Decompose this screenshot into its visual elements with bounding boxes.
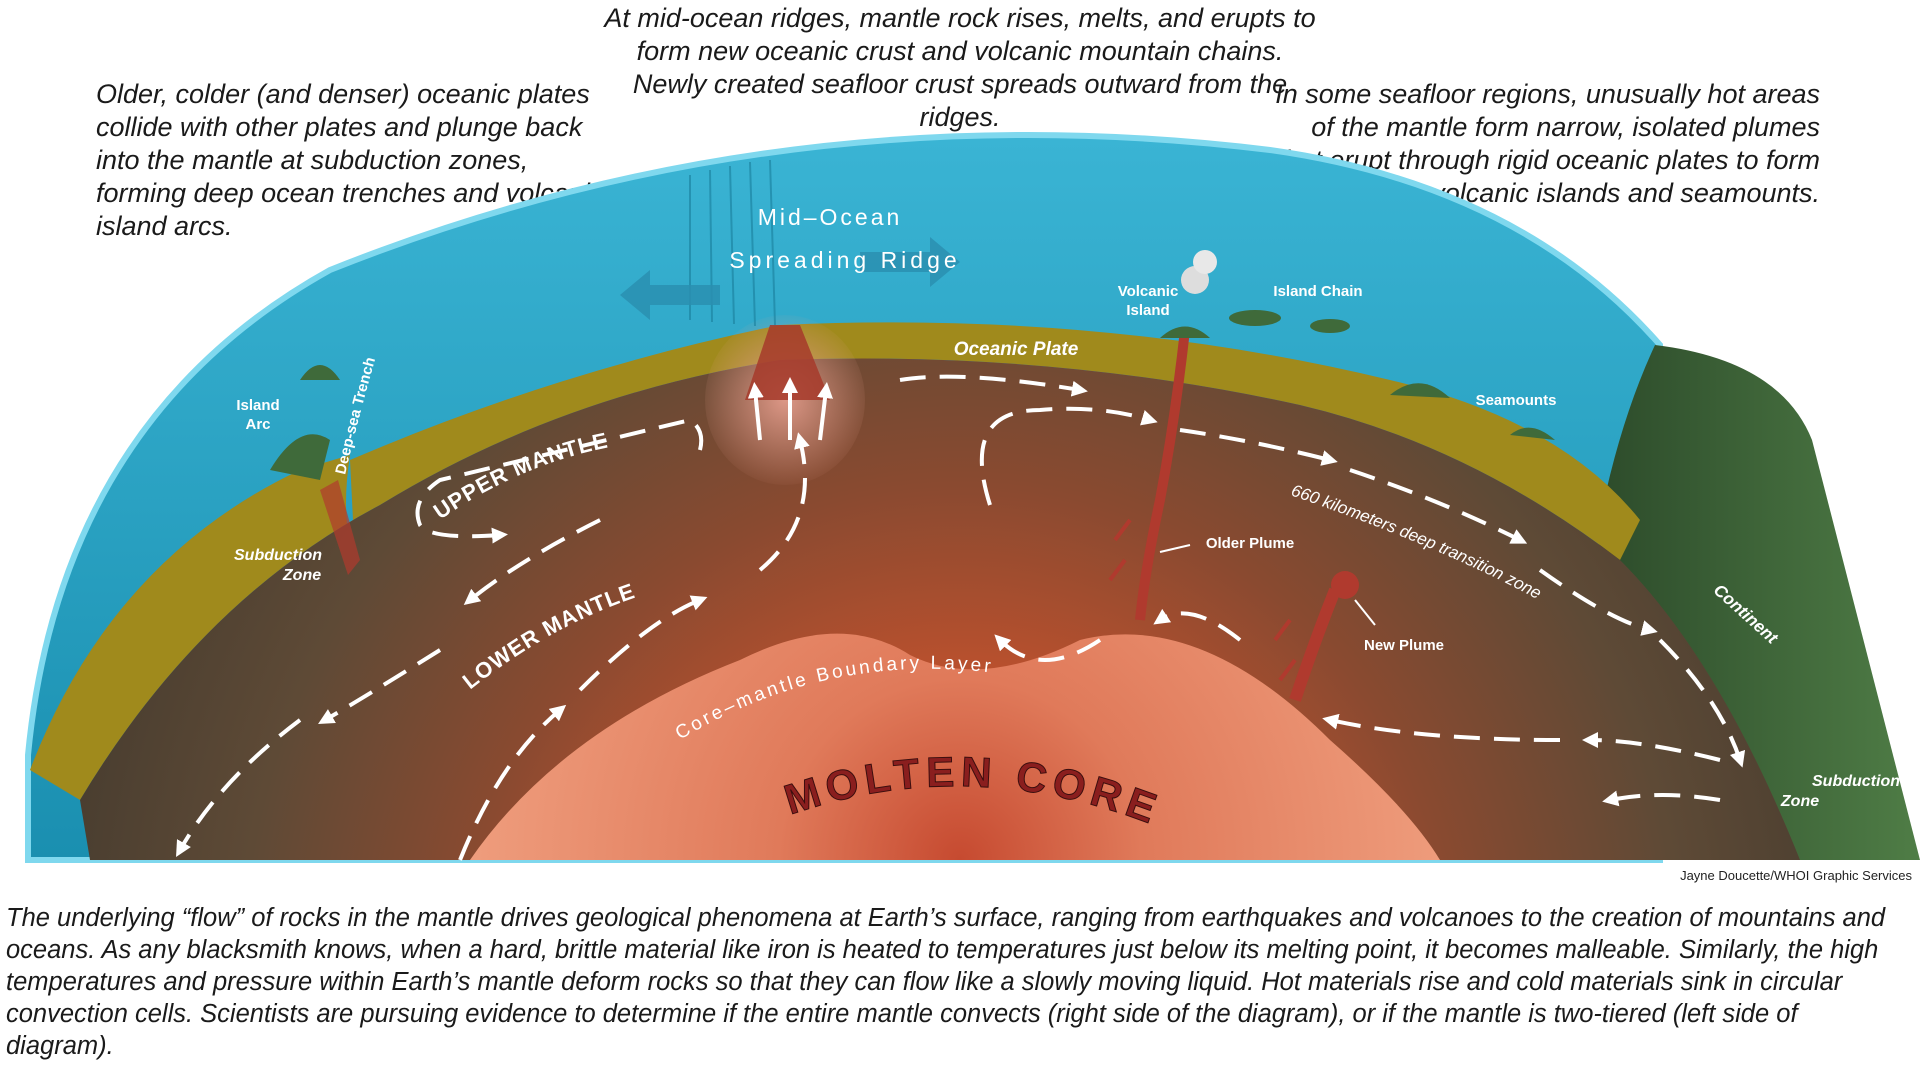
volcano-smoke [1193, 250, 1217, 274]
subduction-zone-right-label-1: Subduction [1812, 773, 1900, 790]
island-arc-label-2: Arc [245, 416, 270, 433]
volcanic-island-shape [1160, 326, 1210, 338]
subduction-slab-left [320, 480, 360, 575]
right-cell-arrow [1602, 790, 1721, 807]
plume-arrows [1108, 518, 1297, 682]
return-flow-arrow [994, 634, 1102, 662]
new-plume-label: New Plume [1364, 637, 1444, 654]
upwelling-arrow [458, 704, 567, 861]
spreading-arrows [620, 237, 960, 320]
volcanic-island-label-2: Island [1126, 302, 1169, 319]
new-plume-head [1331, 571, 1359, 599]
return-flow-arrow [1582, 732, 1721, 762]
lower-left-arrow [463, 518, 601, 605]
return-flow-arrow [1322, 713, 1561, 742]
island-arc-shape [300, 365, 340, 380]
surface-flow-arrow [1538, 568, 1658, 636]
subduction-annotation: Older, colder (and denser) oceanic plate… [96, 79, 604, 241]
volcanic-island-label-1: Volcanic [1118, 283, 1179, 300]
older-plume-label: Older Plume [1206, 535, 1294, 552]
surface-flow-arrow [1179, 428, 1338, 466]
island-chain-label: Island Chain [1273, 283, 1362, 300]
upper-mantle-cell-arrow [415, 417, 704, 544]
subduction-zone-right-label-2: Zone [1780, 793, 1819, 810]
lower-left-arrow [318, 648, 442, 724]
upwelling-arrow [578, 595, 708, 692]
subduction-zone-left-label-1: Subduction [234, 547, 322, 564]
downwelling-arrow [176, 718, 302, 857]
whole-mantle-arrow [979, 406, 1158, 506]
molten-core [470, 633, 1440, 860]
island-arc-label-1: Island [236, 397, 279, 414]
island-arc-shape [270, 434, 330, 480]
seamounts-label: Seamounts [1476, 392, 1557, 409]
new-plume-pointer [1354, 599, 1376, 626]
oceanic-plate-label: Oceanic Plate [954, 339, 1079, 360]
surface-flow-arrow [1349, 468, 1528, 544]
seamount-shape [1390, 383, 1450, 398]
image-credit: Jayne Doucette/WHOI Graphic Services [1680, 868, 1912, 883]
mantle-layer [80, 358, 1800, 860]
ridge-rise-arrow [758, 432, 810, 572]
surface-flow-arrow [899, 374, 1088, 397]
convection-arrows [176, 374, 1746, 861]
ridge-magma [745, 325, 830, 400]
older-plume-pointer [1159, 544, 1191, 553]
seamount-shape [1510, 427, 1555, 440]
subduction-zone-left-label-2: Zone [282, 567, 321, 584]
island-chain-shape [1229, 310, 1281, 326]
new-plume-conduit [1289, 587, 1341, 702]
plume-annotation: In some seafloor regions, unusually hot … [1275, 79, 1820, 208]
return-flow-arrow [1153, 608, 1242, 642]
ridge-arrows [747, 377, 833, 441]
figure-caption: The underlying “flow” of rocks in the ma… [6, 904, 1886, 1060]
oceanic-crust [30, 322, 1640, 800]
ridge-label-line1: Mid–Ocean [758, 204, 903, 230]
ridge-label-line2: Spreading Ridge [729, 247, 960, 273]
ridge-annotation: At mid-ocean ridges, mantle rock rises, … [604, 3, 1316, 132]
older-plume-conduit [1135, 329, 1190, 621]
downwelling-arrow [1658, 638, 1746, 768]
island-chain-shape [1310, 319, 1350, 333]
